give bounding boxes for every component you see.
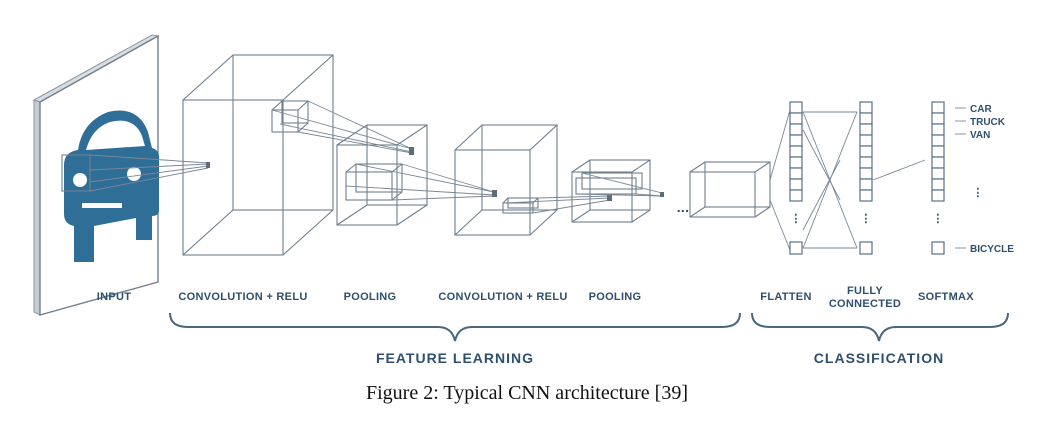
neuron-cell: [859, 101, 873, 114]
neuron-cell: [859, 189, 873, 202]
neuron-cell: [859, 156, 873, 169]
neuron-cell: [931, 112, 945, 125]
class-labels: CAR TRUCK VAN ⋮ BICYCLE: [955, 104, 1014, 255]
neuron-cell: [859, 123, 873, 136]
flatten-vector: [789, 101, 803, 255]
label-conv2: CONVOLUTION + RELU: [438, 291, 567, 303]
label-flatten: FLATTEN: [760, 291, 811, 303]
label-conv1: CONVOLUTION + RELU: [178, 291, 307, 303]
flatten-vertical-ellipsis: ⋮: [790, 213, 801, 225]
label-input: INPUT: [97, 291, 132, 303]
class-label: BICYCLE: [970, 244, 1014, 255]
projection-ray: [89, 165, 209, 183]
neuron-cell: [789, 145, 803, 158]
pool1-receptive-field: [345, 163, 403, 201]
projection-ray: [89, 154, 209, 164]
neuron-point: [206, 162, 210, 168]
car-icon: [64, 110, 160, 262]
label-softmax: SOFTMAX: [918, 291, 974, 303]
label-pool2: POOLING: [589, 291, 642, 303]
projection-ray: [89, 167, 209, 192]
softmax-vertical-ellipsis: ⋮: [932, 213, 943, 225]
classification-brace: [751, 312, 1009, 342]
softmax-vector: [931, 101, 945, 255]
fc-vertical-ellipsis: ⋮: [860, 213, 871, 225]
neuron-cell: [931, 167, 945, 180]
pool1-volume: [336, 124, 428, 226]
neuron-cell: [931, 134, 945, 147]
neuron-cell: [789, 101, 803, 114]
class-label: CAR: [970, 104, 992, 115]
neuron-cell: [789, 112, 803, 125]
neuron-cell: [931, 241, 945, 255]
cnn-diagram: ... ⋮ ⋮ ⋮ CAR TRUCK VAN ⋮ BICYCLE IN: [32, 34, 1014, 366]
conv2-volume: [454, 124, 558, 236]
neuron-cell: [789, 134, 803, 147]
neuron-cell: [859, 167, 873, 180]
conv2-receptive-field: [502, 197, 539, 214]
label-pool1: POOLING: [344, 291, 397, 303]
pool2-receptive-field: [575, 172, 643, 195]
final-feature-volume: [689, 161, 771, 218]
neuron-cell: [789, 167, 803, 180]
conv1-volume: [182, 54, 334, 256]
section-classification: CLASSIFICATION: [814, 350, 944, 366]
label-fc-line2: CONNECTED: [829, 298, 901, 310]
class-label: TRUCK: [970, 117, 1006, 128]
dense-connections: [802, 111, 926, 249]
fully-connected-vector: [859, 101, 873, 255]
input-receptive-field: [61, 154, 91, 192]
neuron-cell: [859, 241, 873, 255]
projection-ray: [89, 163, 209, 171]
neuron-cell: [789, 241, 803, 255]
layers-ellipsis: ...: [677, 199, 690, 215]
figure-caption: Figure 2: Typical CNN architecture [39]: [365, 382, 689, 404]
neuron-cell: [931, 123, 945, 136]
section-feature-learning: FEATURE LEARNING: [376, 350, 534, 366]
neuron-cell: [859, 134, 873, 147]
pool2-volume: [571, 159, 651, 223]
neuron-cell: [789, 178, 803, 191]
label-fc-line1: FULLY: [847, 285, 883, 297]
neuron-cell: [789, 156, 803, 169]
neuron-cell: [931, 101, 945, 114]
neuron-cell: [859, 112, 873, 125]
neuron-cell: [931, 189, 945, 202]
class-label: VAN: [970, 130, 990, 141]
feature-learning-brace: [169, 312, 741, 342]
conv1-receptive-field: [271, 100, 309, 133]
neuron-cell: [789, 189, 803, 202]
classes-vertical-ellipsis: ⋮: [972, 187, 983, 199]
neuron-cell: [859, 178, 873, 191]
neuron-cell: [931, 156, 945, 169]
neuron-cell: [931, 178, 945, 191]
neuron-cell: [931, 145, 945, 158]
neuron-cell: [859, 145, 873, 158]
neuron-cell: [789, 123, 803, 136]
